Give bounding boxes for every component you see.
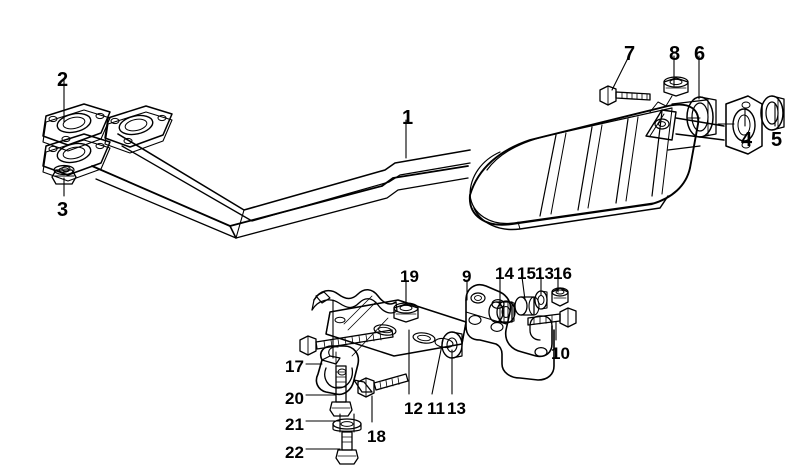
rubber-bushing-14	[488, 301, 513, 323]
callout-13: 13	[447, 399, 466, 418]
callout-2: 2	[57, 69, 69, 91]
callout-13b: 13	[535, 264, 554, 283]
hex-bolt-22	[335, 413, 359, 465]
leader-11	[431, 339, 444, 395]
hex-nut-19	[393, 302, 419, 323]
callout-17: 17	[285, 357, 304, 376]
callout-8: 8	[669, 43, 681, 65]
callout-1: 1	[402, 107, 414, 129]
leader-lines	[63, 55, 776, 450]
clamping-ring-6	[686, 96, 717, 138]
hex-bolt-7	[599, 85, 651, 106]
washer-13-top	[534, 290, 548, 310]
exhaust-hanger-bracket-9	[465, 284, 555, 381]
callout-14: 14	[495, 264, 514, 283]
callout-20: 20	[285, 389, 304, 408]
callout-19: 19	[400, 267, 419, 286]
rear-muffler-body	[469, 103, 700, 231]
callout-10: 10	[551, 344, 570, 363]
callout-12: 12	[404, 399, 423, 418]
manifold-flange-right	[104, 105, 173, 154]
callout-7: 7	[624, 43, 636, 65]
callout-18: 18	[367, 427, 386, 446]
self-locking-nut-3	[51, 164, 77, 185]
callout-9: 9	[462, 267, 472, 286]
manifold-flange-lower	[42, 133, 111, 182]
hex-nut-16	[551, 287, 569, 307]
muffler-hanger-tab	[645, 109, 677, 141]
leader-7	[611, 55, 630, 91]
clamp-bolt-18	[357, 373, 409, 398]
callout-11: 11	[427, 399, 445, 418]
callout-21: 21	[285, 415, 304, 434]
front-exhaust-pipe	[91, 133, 471, 239]
callout-16: 16	[553, 264, 572, 283]
hex-bolt-10	[527, 307, 577, 328]
clamp-bolt-20	[329, 365, 353, 417]
spacer-sleeve-15	[514, 296, 540, 316]
callout-3: 3	[57, 199, 69, 221]
callout-6: 6	[694, 43, 706, 65]
leader-15	[521, 276, 526, 301]
sealing-ring-5	[760, 95, 785, 131]
callout-15: 15	[517, 264, 536, 283]
mounting-strap	[311, 289, 398, 314]
hex-bolt-12	[299, 329, 394, 356]
callout-5: 5	[771, 129, 783, 151]
tailpipe-flange-4	[725, 95, 763, 155]
hex-nut-8	[649, 76, 689, 113]
callout-4: 4	[741, 129, 753, 151]
washer-13	[441, 331, 463, 359]
callout-22: 22	[285, 443, 304, 462]
washer-21	[332, 418, 362, 432]
